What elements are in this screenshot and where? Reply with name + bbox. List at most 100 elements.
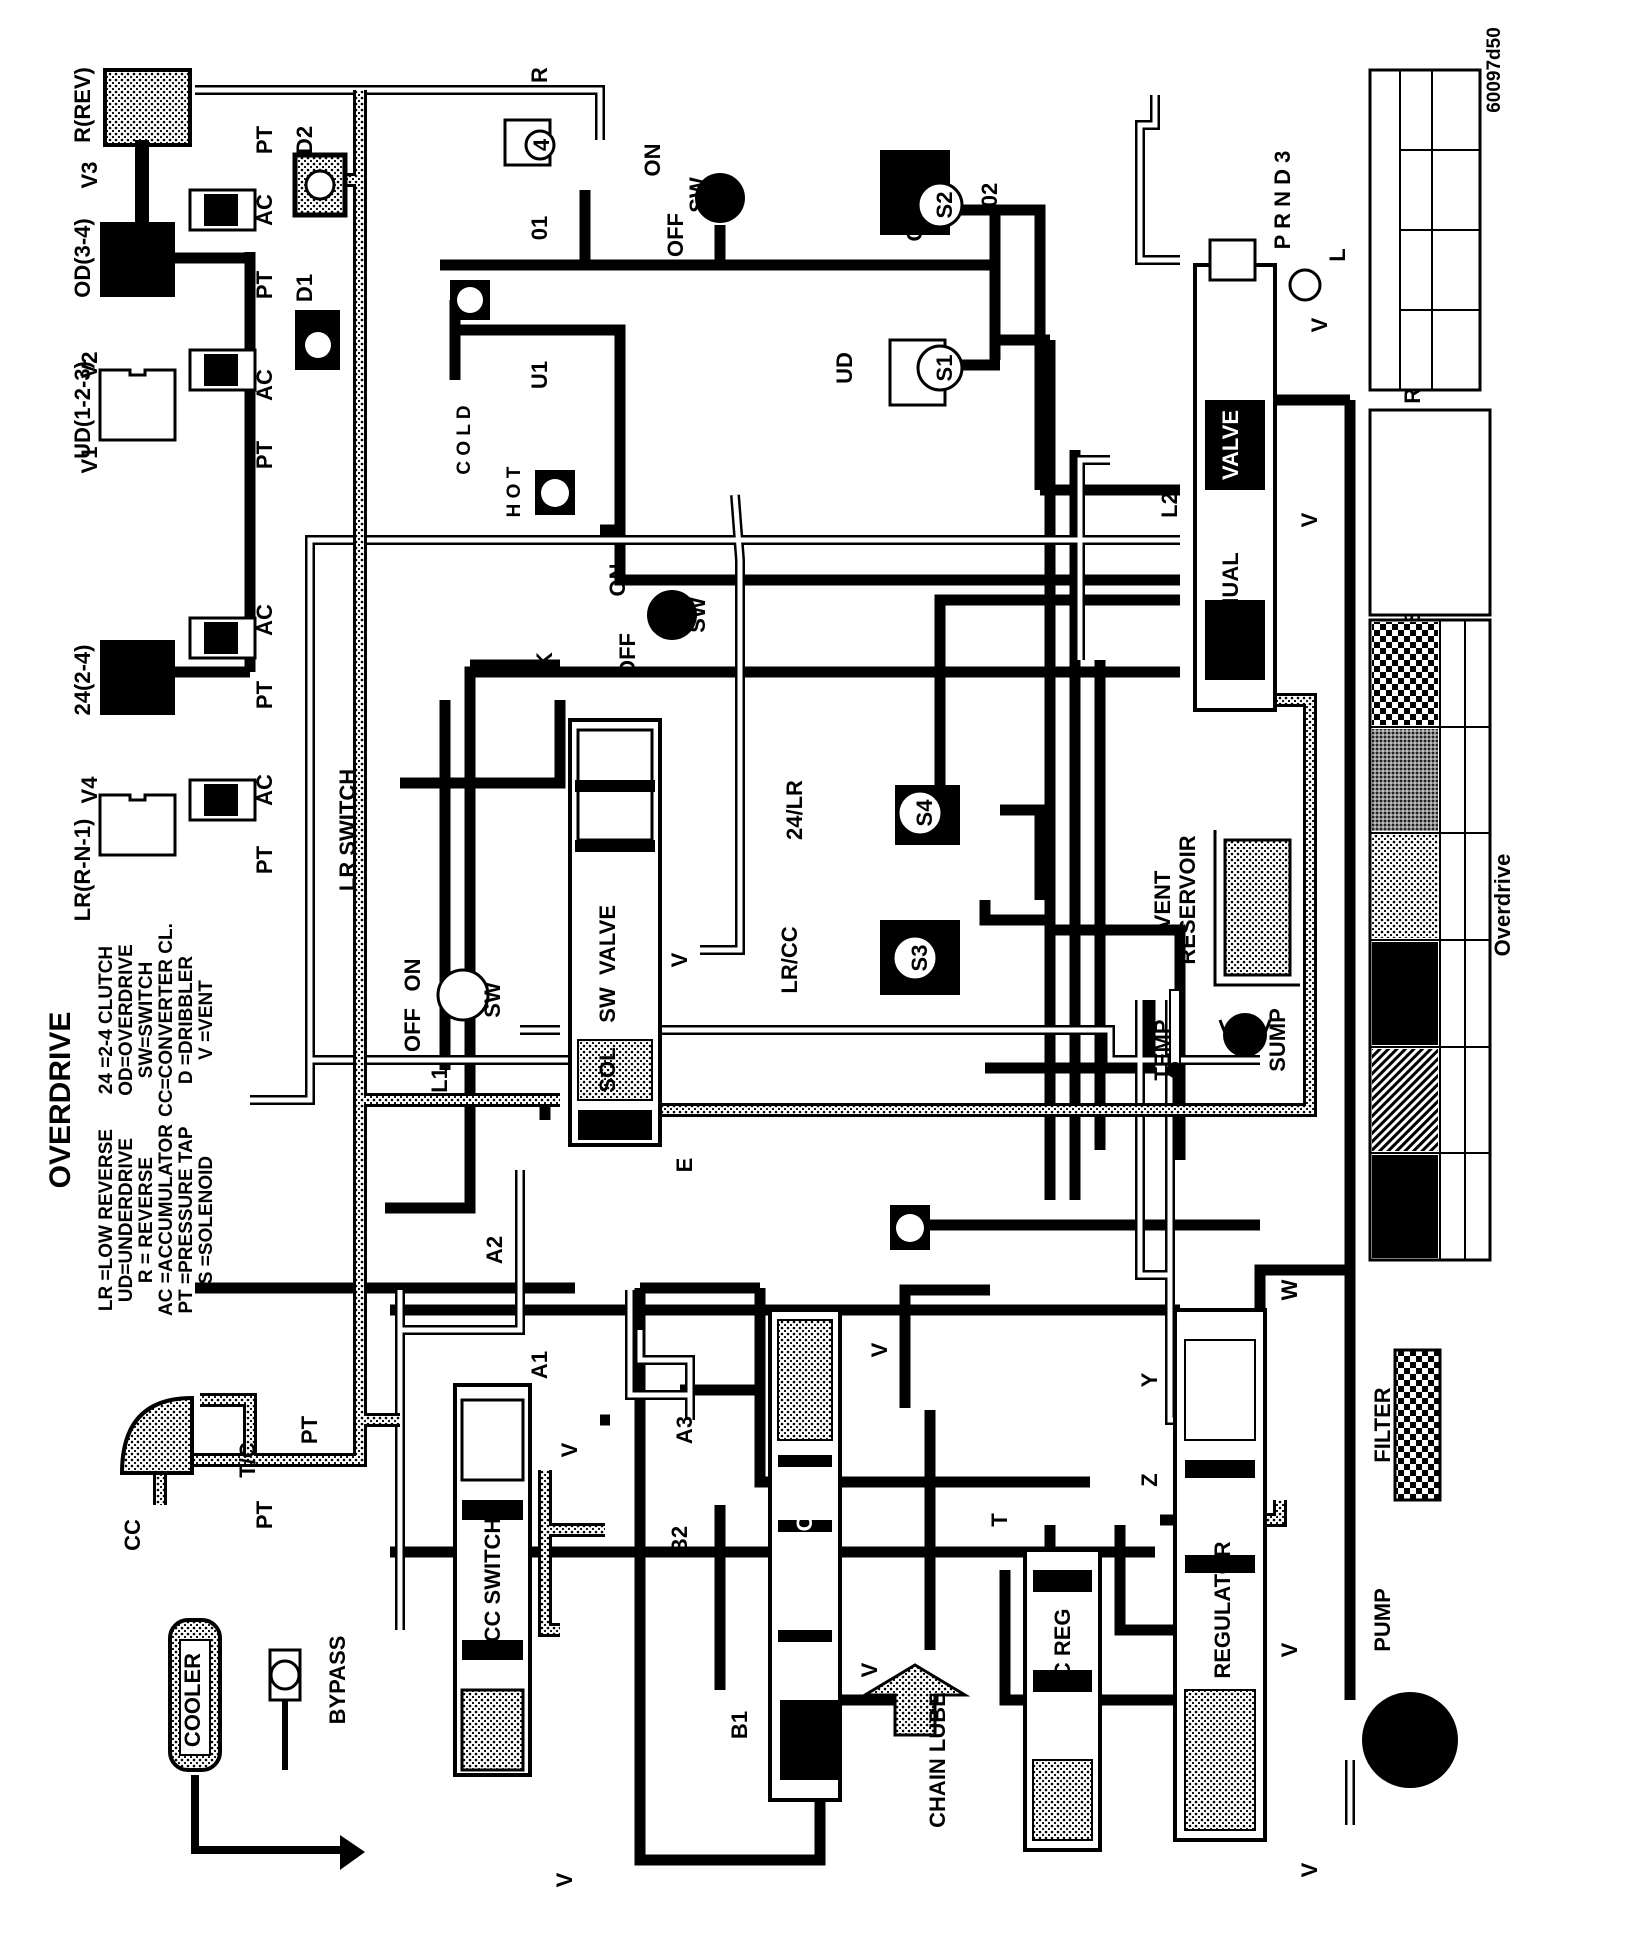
label: B1 <box>727 1711 752 1739</box>
page-title: OVERDRIVE <box>44 1012 77 1189</box>
tc-reg-valve <box>1023 1548 1102 1852</box>
gear-selector <box>1288 268 1322 302</box>
label: V <box>667 952 692 967</box>
gear-label: L <box>1325 248 1350 261</box>
clutch-od <box>100 188 257 297</box>
label: PT <box>252 270 277 299</box>
check-ball-2 <box>535 470 575 515</box>
lr-switch-label: LR SWITCH <box>335 769 360 891</box>
label: L1 <box>427 1067 452 1093</box>
on-label: ON <box>400 959 425 992</box>
reservoir <box>1213 830 1300 987</box>
solenoid-switch-valve <box>568 718 662 1147</box>
clutch-lr-label: LR(R-N-1) <box>70 819 95 922</box>
legend-abbrev: PT =PRESSURE TAP <box>176 1126 197 1313</box>
clutch-ud <box>98 348 257 442</box>
legend-abbrev: V =VENT <box>196 980 217 1060</box>
label: S4 <box>912 799 937 827</box>
filter-label: FILTER <box>1370 1387 1395 1462</box>
legend-abbrev: R = REVERSE <box>136 1157 157 1283</box>
sol-valve-label: VALVE <box>595 905 620 975</box>
pump <box>1362 1692 1458 1788</box>
tc-reg-label: TC REG <box>1050 1608 1075 1691</box>
temp-sensor <box>1167 989 1183 1078</box>
label: V1 <box>77 447 102 474</box>
label: S2 <box>932 192 957 219</box>
figure-caption: Overdrive <box>1490 854 1515 957</box>
label: D1 <box>292 274 317 302</box>
clutch-ud-label: UD(1-2-3) <box>70 361 95 459</box>
manual-valve-label: VALVE <box>1218 410 1243 480</box>
hot-label: H O T <box>504 466 525 517</box>
legend-abbrev: S =SOLENOID <box>196 1156 217 1284</box>
clutch-reverse <box>103 68 192 222</box>
legend-abbrev: AC =ACCUMULATOR <box>156 1124 177 1316</box>
clutch-lr <box>98 778 257 857</box>
on-label: ON <box>640 144 665 177</box>
sw-valve-label: SW <box>595 987 620 1023</box>
pressure-switch-od <box>695 173 745 223</box>
label: V <box>557 1442 582 1457</box>
on-label: ON <box>605 564 630 597</box>
label: S3 <box>907 945 932 972</box>
label: A1 <box>527 1351 552 1379</box>
dribbler-d1 <box>295 310 340 370</box>
label: LR/CC <box>777 926 802 993</box>
cc-cont-label: CC CONT <box>792 1484 817 1585</box>
label: D2 <box>292 126 317 154</box>
clutch-24 <box>100 616 257 715</box>
pressure-legend <box>1368 408 1492 1262</box>
dribbler-d2 <box>292 152 348 218</box>
label: V <box>1307 317 1332 332</box>
off-label: OFF <box>663 213 688 257</box>
label: B2 <box>667 1526 692 1554</box>
reservoir-label: RESERVOIR <box>1175 835 1200 964</box>
sump-label: SUMP <box>1265 1008 1290 1072</box>
aux-passages <box>195 85 1355 1825</box>
label: 02 <box>977 183 1002 207</box>
label: PT <box>252 680 277 709</box>
label: 01 <box>527 216 552 240</box>
regulator-label: REGULATOR <box>1210 1541 1235 1678</box>
vent-label: VENT <box>1150 870 1175 929</box>
regulator-valve <box>1173 1308 1267 1842</box>
label: V <box>867 1342 892 1357</box>
cooler <box>168 1618 365 1870</box>
legend-abbrev: 24 =2-4 CLUTCH <box>96 946 117 1094</box>
cc-control-valve <box>768 1308 842 1802</box>
gear-label: P R N D 3 <box>1270 151 1295 250</box>
sw-label: SW <box>685 597 710 633</box>
label: V2 <box>77 352 102 379</box>
solenoid-s1 <box>888 338 964 407</box>
label: R <box>527 67 552 83</box>
cold-label: C O L D <box>454 405 475 474</box>
manual-label: MANUAL <box>1218 552 1243 647</box>
legend-abbrev: SW=SWITCH <box>136 962 157 1079</box>
pump-label: PUMP <box>1370 1588 1395 1652</box>
cc-switch-valve <box>453 1383 532 1777</box>
label: L2 <box>1157 492 1182 518</box>
bypass-valve <box>268 1648 302 1770</box>
label: V <box>552 1872 577 1887</box>
sw-label: SW <box>480 982 505 1018</box>
label: Y <box>1137 1372 1162 1387</box>
label: V3 <box>77 162 102 189</box>
chain-lube-arrow <box>859 1663 971 1737</box>
label: V <box>857 1662 882 1677</box>
label: 4 <box>529 138 554 151</box>
label: A3 <box>672 1416 697 1444</box>
clutch-reverse-label: R(REV) <box>70 67 95 143</box>
temp-label: TEMP <box>1150 1019 1175 1080</box>
solenoids-table <box>1368 68 1482 392</box>
image-code: 60097d50 <box>1484 27 1505 113</box>
pressure-switch-lr <box>436 968 490 1022</box>
label: E <box>672 1158 697 1173</box>
label: V <box>1277 1642 1302 1657</box>
label: AC <box>252 774 277 806</box>
label: V <box>1297 1862 1322 1877</box>
label: U1 <box>527 361 552 389</box>
label: 5 <box>459 294 484 306</box>
cooler-label: COOLER <box>180 1653 205 1747</box>
sw-label: SW <box>685 177 710 213</box>
filter <box>1393 1348 1442 1502</box>
